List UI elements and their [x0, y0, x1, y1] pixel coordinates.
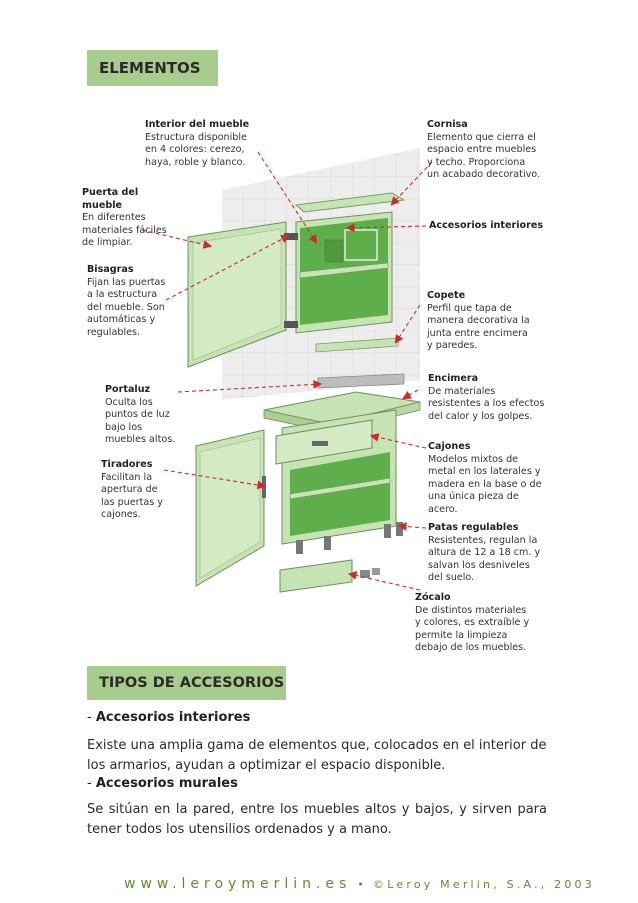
- label-desc: Resistentes, regulan la altura de 12 a 1…: [428, 534, 541, 584]
- label-title: Accesorios interiores: [429, 220, 544, 231]
- label-desc: De materiales resistentes a los efectos …: [428, 385, 545, 422]
- label-puerta-mueble: Puerta del mueble En diferentes material…: [82, 187, 167, 250]
- arrow-copete: [394, 304, 421, 344]
- label-cajones: Cajones Modelos mixtos de metal en los l…: [428, 441, 542, 517]
- label-desc: Modelos mixtos de metal en los laterales…: [428, 453, 542, 515]
- dash: -: [87, 776, 96, 791]
- arrow-patas: [397, 522, 427, 531]
- label-title: Encimera: [428, 373, 479, 384]
- label-title: Zócalo: [415, 592, 451, 603]
- label-title: Copete: [427, 290, 466, 301]
- arrow-encimera: [402, 389, 419, 400]
- label-title: Tiradores: [101, 459, 153, 470]
- label-desc: Perfil que tapa de manera decorativa la …: [427, 302, 530, 352]
- label-desc: De distintos materiales y colores, es ex…: [415, 604, 530, 654]
- elementos-banner: ELEMENTOS: [87, 50, 218, 86]
- label-desc: Fijan las puertas a la estructura del mu…: [87, 276, 166, 338]
- footer-copyright: ©Leroy Merlin, S.A., 2003: [373, 878, 595, 891]
- door-handle: [262, 476, 266, 498]
- section-heading-accesorios-interiores: - Accesorios interiores: [87, 710, 250, 725]
- label-tiradores: Tiradores Facilitan la apertura de las p…: [101, 459, 163, 522]
- drawer-handle: [312, 441, 328, 446]
- footer-separator: •: [357, 878, 368, 891]
- heading-text: Accesorios interiores: [95, 710, 251, 725]
- label-desc: Estructura disponible en 4 colores: cere…: [145, 131, 247, 168]
- label-title: Patas regulables: [428, 522, 519, 533]
- hinge-bottom: [284, 321, 298, 328]
- arrow-cornisa: [390, 161, 433, 206]
- arrow-puerta: [141, 229, 213, 249]
- kitchen-cabinet-illustration: [141, 148, 433, 593]
- label-cornisa: Cornisa Elemento que cierra el espacio e…: [427, 119, 540, 182]
- footer-site-link[interactable]: www.leroymerlin.es: [124, 876, 352, 892]
- label-portaluz: Portaluz Oculta los puntos de luz bajo l…: [105, 384, 175, 447]
- label-desc: En diferentes materiales fáciles de limp…: [82, 212, 167, 249]
- label-desc: Elemento que cierra el espacio entre mue…: [427, 131, 541, 181]
- leg-2: [324, 536, 331, 550]
- zocalo-shape: [279, 559, 353, 593]
- label-copete: Copete Perfil que tapa de manera decorat…: [427, 290, 530, 353]
- leg-1: [296, 540, 303, 554]
- label-title: Portaluz: [105, 384, 151, 395]
- arrow-portaluz: [177, 379, 323, 393]
- section-heading-accesorios-murales: - Accesorios murales: [87, 776, 238, 791]
- arrow-cajones: [369, 433, 427, 449]
- leg-4: [396, 522, 403, 536]
- arrow-accesorios: [345, 223, 427, 233]
- label-title: Cornisa: [427, 119, 468, 130]
- dash: -: [87, 710, 96, 725]
- label-title: Bisagras: [87, 264, 134, 275]
- label-encimera: Encimera De materiales resistentes a los…: [428, 373, 544, 423]
- label-zocalo: Zócalo De distintos materiales y colores…: [415, 592, 529, 655]
- paragraph-accesorios-murales: Se sitúan en la pared, entre los muebles…: [87, 802, 547, 837]
- upper-shelf: [299, 262, 389, 279]
- arrow-bisagras: [165, 234, 290, 301]
- label-interior-mueble: Interior del mueble Estructura disponibl…: [145, 119, 249, 169]
- label-title: Puerta del mueble: [82, 187, 139, 211]
- label-title: Interior del mueble: [145, 119, 250, 130]
- label-accesorios-interiores: Accesorios interiores: [429, 220, 543, 233]
- paragraph-accesorios-interiores: Existe una amplia gama de elementos que,…: [87, 738, 547, 773]
- label-title: Cajones: [428, 441, 471, 452]
- cornisa-shape: [294, 192, 406, 213]
- lower-cabinet-interior: [290, 452, 390, 536]
- arrow-zocalo: [347, 571, 421, 591]
- arrow-tiradores: [163, 469, 267, 490]
- hinge-top: [284, 233, 298, 240]
- label-desc: Facilitan la apertura de las puertas y c…: [101, 471, 163, 521]
- footer: www.leroymerlin.es • ©Leroy Merlin, S.A., …: [124, 876, 595, 892]
- interior-rack: [344, 229, 378, 261]
- label-desc: Oculta los puntos de luz bajo los mueble…: [105, 396, 176, 446]
- copete-shape: [315, 337, 399, 353]
- label-bisagras: Bisagras Fijan las puertas a la estructu…: [87, 264, 165, 340]
- heading-text: Accesorios murales: [95, 776, 238, 791]
- label-patas-regulables: Patas regulables Resistentes, regulan la…: [428, 522, 540, 585]
- leg-3: [384, 524, 391, 538]
- tipos-accesorios-banner: TIPOS DE ACCESORIOS: [87, 666, 286, 700]
- arrow-interior: [257, 151, 318, 244]
